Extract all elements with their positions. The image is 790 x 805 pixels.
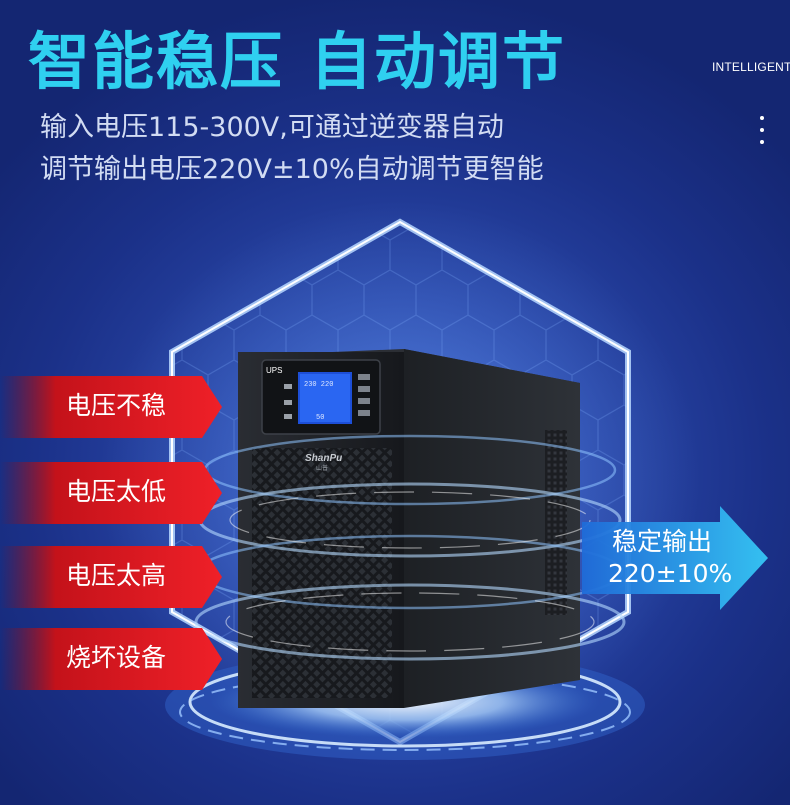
more-menu-icon[interactable] — [748, 112, 776, 148]
lcd-top-readout: 230 220 — [304, 381, 333, 389]
headline: 智能稳压自动调节 — [28, 22, 566, 102]
output-label-line1: 稳定输出 — [612, 527, 713, 556]
output-label-line2: 220±10% — [608, 559, 733, 588]
problem-tab-damage: 烧坏设备 — [0, 628, 222, 690]
problem-tab-low: 电压太低 — [0, 462, 222, 524]
headline-part2: 自动调节 — [310, 25, 567, 98]
problem-tab-unstable: 电压不稳 — [0, 376, 222, 438]
lcd-bottom-readout: 50 — [316, 414, 324, 422]
problem-label: 烧坏设备 — [66, 643, 167, 672]
headline-part1: 智能稳压 — [28, 25, 285, 98]
problem-label: 电压太高 — [66, 561, 167, 590]
brand-logo: ShanPu — [305, 453, 342, 464]
subtitle-line1: 输入电压115-300V,可通过逆变器自动 — [40, 112, 504, 143]
problem-label: 电压太低 — [66, 477, 167, 506]
output-arrow — [582, 506, 768, 610]
brand-logo-cn: 山普 — [316, 464, 328, 472]
problem-tab-high: 电压太高 — [0, 546, 222, 608]
problem-label: 电压不稳 — [66, 391, 167, 420]
problem-tab-shapes — [0, 376, 222, 690]
intelligent-tag: INTELLIGENT — [712, 60, 790, 74]
subtitle-line2: 调节输出电压220V±10%自动调节更智能 — [40, 154, 544, 185]
ups-tower: UPS 230 220 50 ShanPu 山普 — [238, 349, 580, 708]
panel-label: UPS — [266, 366, 282, 375]
